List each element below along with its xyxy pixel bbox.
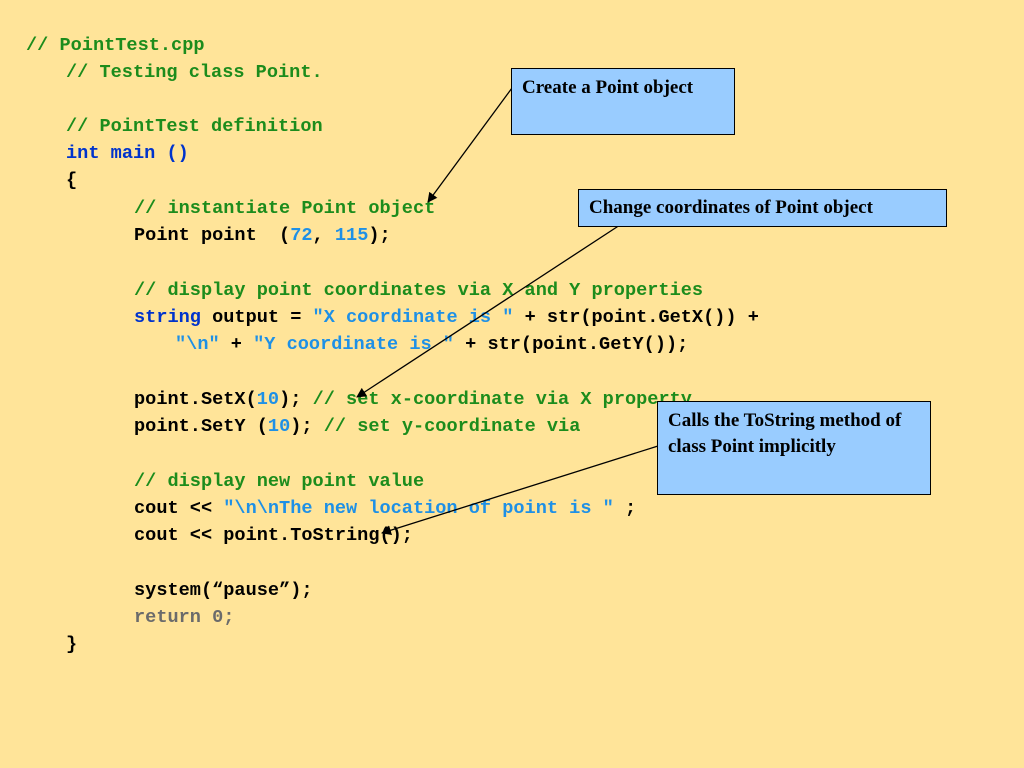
point-decl-start: Point point ( — [134, 225, 291, 246]
sety-end: ); — [290, 416, 324, 437]
callout-create-text: Create a Point object — [522, 77, 694, 98]
callout-create-point: Create a Point object — [511, 68, 735, 135]
comment-instantiate: // instantiate Point object — [134, 198, 436, 219]
output-assign: output = — [200, 307, 313, 328]
number-10-x: 10 — [256, 389, 280, 410]
comma: , — [312, 225, 335, 246]
system-pause: system(“pause”); — [134, 580, 313, 601]
callout-change-coordinates: Change coordinates of Point object — [578, 189, 947, 227]
string-new-location: "\n\nThe new location of point is " — [223, 498, 614, 519]
code-line-3: // PointTest definition — [66, 116, 323, 138]
code-line-6: // instantiate Point object — [134, 198, 435, 220]
code-line-14: cout << "\n\nThe new location of point i… — [134, 498, 636, 520]
code-line-16: system(“pause”); — [134, 580, 313, 602]
getx-expr: + str(point.GetX()) + — [513, 307, 759, 328]
number-10-y: 10 — [267, 416, 291, 437]
number-115: 115 — [334, 225, 369, 246]
open-brace: { — [66, 170, 78, 191]
code-line-5: { — [66, 170, 77, 192]
number-72: 72 — [290, 225, 313, 246]
sety-call: point.SetY ( — [134, 416, 268, 437]
setx-call: point.SetX( — [134, 389, 257, 410]
code-line-12: point.SetY (10); // set y-coordinate via — [134, 416, 580, 438]
comment-definition: // PointTest definition — [66, 116, 323, 137]
comment-set-y: // set y-coordinate via — [323, 416, 581, 437]
code-line-10: "\n" + "Y coordinate is " + str(point.Ge… — [175, 334, 688, 356]
comment-set-x: // set x-coordinate via X property — [312, 389, 692, 410]
cout-end: ; — [613, 498, 637, 519]
comment-description: // Testing class Point. — [66, 62, 323, 83]
code-line-4: int main () — [66, 143, 189, 165]
gety-expr: + str(point.GetY()); — [453, 334, 689, 355]
code-line-1: // PointTest.cpp — [26, 35, 205, 57]
code-line-13: // display new point value — [134, 471, 424, 493]
string-y-coordinate: "Y coordinate is " — [253, 334, 454, 355]
code-line-17: return 0; — [134, 607, 234, 629]
main-signature: main () — [110, 143, 189, 164]
code-line-11: point.SetX(10); // set x-coordinate via … — [134, 389, 692, 411]
comment-display-new: // display new point value — [134, 471, 425, 492]
code-line-15: cout << point.ToString(); — [134, 525, 413, 547]
code-line-9: string output = "X coordinate is " + str… — [134, 307, 759, 329]
cout-start: cout << — [134, 498, 224, 519]
keyword-int: int — [66, 143, 100, 164]
arrow-create — [427, 87, 513, 203]
plus: + — [219, 334, 254, 355]
keyword-string: string — [134, 307, 201, 328]
setx-end: ); — [279, 389, 313, 410]
close-brace: } — [66, 634, 78, 655]
comment-filename: // PointTest.cpp — [26, 35, 205, 56]
point-decl-end: ); — [368, 225, 391, 246]
code-line-18: } — [66, 634, 77, 656]
callout-change-text: Change coordinates of Point object — [589, 197, 873, 218]
string-x-coordinate: "X coordinate is " — [312, 307, 514, 328]
cout-tostring: cout << point.ToString(); — [134, 525, 413, 546]
code-line-8: // display point coordinates via X and Y… — [134, 280, 703, 302]
code-line-2: // Testing class Point. — [66, 62, 323, 84]
string-newline: "\n" — [175, 334, 220, 355]
comment-display-coordinates: // display point coordinates via X and Y… — [134, 280, 704, 301]
return-statement: return 0; — [134, 607, 235, 628]
callout-tostring-text: Calls the ToString method of class Point… — [668, 410, 902, 457]
code-line-7: Point point (72, 115); — [134, 225, 391, 247]
callout-tostring: Calls the ToString method of class Point… — [657, 401, 931, 495]
